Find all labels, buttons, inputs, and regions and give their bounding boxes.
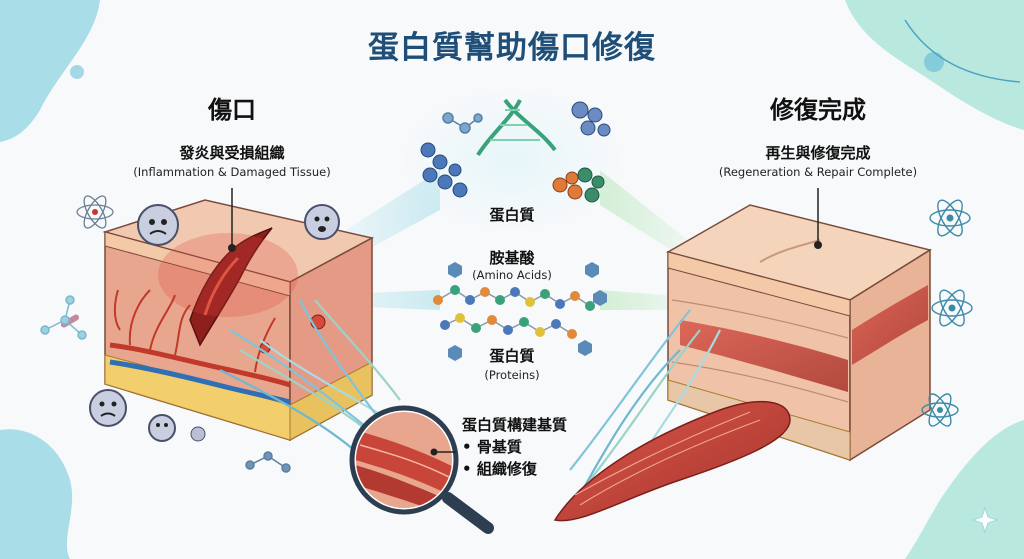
blood-vessel-red xyxy=(109,342,291,388)
sparkle-icon xyxy=(971,506,999,534)
molecule-icon xyxy=(40,295,87,340)
protein-mid-label-en: (Proteins) xyxy=(484,368,540,382)
protein-top-label: 蛋白質 xyxy=(489,206,535,224)
matrix-item: • 組織修復 xyxy=(462,460,537,478)
amino-acid-chain xyxy=(433,262,607,361)
deco-line xyxy=(904,19,1021,83)
bubble xyxy=(70,65,84,79)
capillaries xyxy=(113,289,276,373)
muscle-fibers xyxy=(680,320,848,392)
leader-dot-right xyxy=(814,241,822,249)
wound-gash xyxy=(189,227,273,347)
muscle-fibers-side xyxy=(852,285,928,365)
epidermis-front xyxy=(667,251,851,317)
corner-blob-top-left xyxy=(0,0,100,142)
matrix-item-text: 組織修復 xyxy=(476,460,537,478)
amino-acid-label-en: (Amino Acids) xyxy=(472,268,552,282)
bubble xyxy=(924,52,944,72)
leader-dot-left xyxy=(228,244,236,252)
protein-mid-label: 蛋白質 xyxy=(489,347,535,365)
left-label: 發炎與受損組織 xyxy=(179,144,285,162)
page-title: 蛋白質幫助傷口修復 xyxy=(368,30,656,66)
wound-gash-inner xyxy=(203,256,240,316)
bacteria-icon xyxy=(137,204,179,246)
bacteria-icon xyxy=(304,204,340,240)
amino-acid-label: 胺基酸 xyxy=(489,249,535,267)
bacteria-icon xyxy=(89,389,127,427)
atom-icon xyxy=(931,289,973,327)
matrix-item-text: 骨基質 xyxy=(476,438,522,456)
matrix-callout: 蛋白質構建基質 • 骨基質 • 組織修復 xyxy=(462,414,567,480)
collagen-lines xyxy=(671,299,849,403)
light-beam-right-top xyxy=(600,170,700,262)
atom-icon xyxy=(76,195,114,229)
matrix-item: • 骨基質 xyxy=(462,438,522,456)
left-label-en: (Inflammation & Damaged Tissue) xyxy=(133,165,331,179)
corner-blob-bottom-right xyxy=(905,420,1024,559)
matrix-label: 蛋白質構建基質 xyxy=(462,416,568,434)
healed-scar xyxy=(759,239,821,263)
inflammation xyxy=(158,233,298,317)
bacteria-small xyxy=(190,426,206,442)
molecule-icon xyxy=(245,451,291,473)
atom-icon xyxy=(921,393,959,427)
right-heading: 修復完成 xyxy=(770,96,866,124)
atom-icon xyxy=(929,199,971,237)
magnifier-icon xyxy=(349,405,494,534)
left-heading: 傷口 xyxy=(208,96,256,124)
bacteria-icon xyxy=(148,414,176,442)
right-label-en: (Regeneration & Repair Complete) xyxy=(718,165,918,179)
right-label: 再生與修復完成 xyxy=(765,144,871,162)
muscle-bundle xyxy=(553,400,791,522)
corner-blob-bottom-left xyxy=(0,429,73,559)
wound-skin-block xyxy=(102,199,375,442)
protein-molecule xyxy=(420,98,611,203)
